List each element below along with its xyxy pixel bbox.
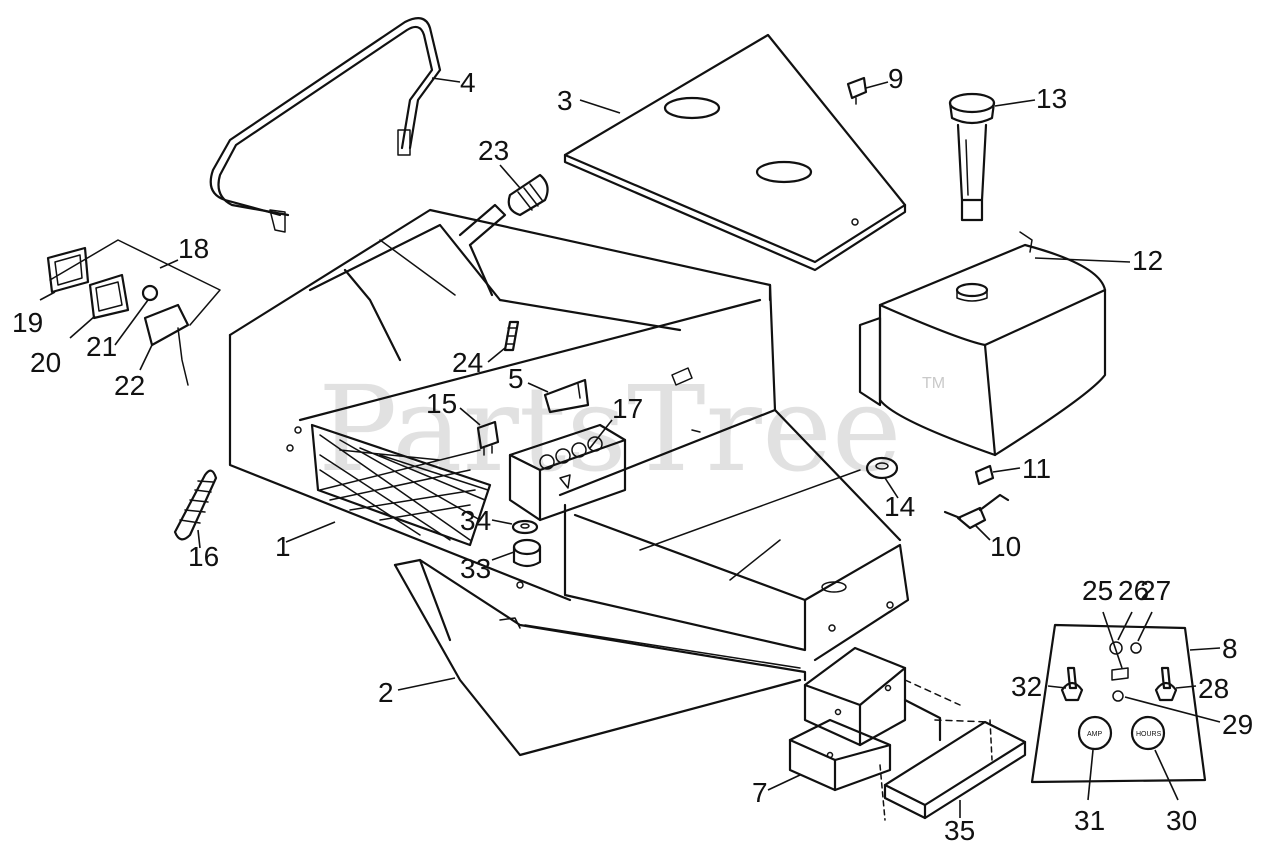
callout-16: 16 bbox=[188, 541, 219, 572]
cover-plate-part[interactable] bbox=[563, 33, 907, 272]
hour-gauge-label: HOURS bbox=[1136, 731, 1162, 738]
callout-28: 28 bbox=[1198, 673, 1229, 704]
block-set-part[interactable] bbox=[788, 646, 991, 792]
chassis-body-part[interactable] bbox=[228, 203, 910, 662]
lower-shroud-part[interactable] bbox=[393, 558, 807, 757]
callout-11: 11 bbox=[1022, 453, 1051, 484]
plate-part[interactable] bbox=[879, 719, 1027, 821]
clamp-part[interactable] bbox=[974, 464, 995, 486]
callout-33: 33 bbox=[460, 553, 491, 584]
grommet-part[interactable] bbox=[865, 456, 899, 480]
callout-5: 5 bbox=[508, 363, 524, 394]
callout-15: 15 bbox=[426, 388, 457, 419]
callout-17: 17 bbox=[612, 393, 643, 424]
callout-19: 19 bbox=[12, 307, 43, 338]
callout-14: 14 bbox=[884, 491, 915, 522]
battery-part[interactable] bbox=[508, 423, 627, 522]
callout-3: 3 bbox=[557, 85, 573, 116]
callout-labels: 4 3 9 13 12 23 18 19 20 21 22 24 5 15 17… bbox=[12, 63, 1253, 846]
watermark-trademark: TM bbox=[922, 375, 945, 392]
light-assembly-part[interactable] bbox=[46, 239, 221, 386]
bracket-part[interactable] bbox=[543, 378, 590, 414]
callout-34: 34 bbox=[460, 505, 491, 536]
washer-part[interactable] bbox=[511, 519, 539, 535]
callout-26: 26 bbox=[1118, 575, 1149, 606]
callout-18: 18 bbox=[178, 233, 209, 264]
callout-21: 21 bbox=[86, 331, 117, 362]
callout-31: 31 bbox=[1074, 805, 1105, 836]
callout-20: 20 bbox=[30, 347, 61, 378]
instrument-panel-part[interactable]: AMP HOURS bbox=[1030, 623, 1207, 784]
roll-bar-part[interactable] bbox=[209, 17, 442, 233]
spacer-part[interactable] bbox=[512, 538, 542, 568]
bulb-part bbox=[141, 284, 159, 302]
knob-part[interactable] bbox=[846, 76, 868, 105]
callout-9: 9 bbox=[888, 63, 904, 94]
callout-23: 23 bbox=[478, 135, 509, 166]
callout-7: 7 bbox=[752, 777, 768, 808]
lens-part bbox=[46, 246, 90, 294]
callout-13: 13 bbox=[1036, 83, 1067, 114]
small-spring-part[interactable] bbox=[503, 320, 520, 352]
fuel-tank-part[interactable] bbox=[858, 231, 1107, 457]
light-housing-part bbox=[143, 303, 190, 386]
bezel-part bbox=[88, 273, 130, 320]
leader-lines bbox=[39, 77, 1221, 818]
callout-4: 4 bbox=[460, 67, 476, 98]
callout-30: 30 bbox=[1166, 805, 1197, 836]
spring-part[interactable] bbox=[173, 469, 218, 541]
callout-1: 1 bbox=[275, 531, 291, 562]
callout-32: 32 bbox=[1011, 671, 1042, 702]
callout-8: 8 bbox=[1222, 633, 1238, 664]
handle-grip-part[interactable] bbox=[507, 173, 549, 217]
amp-gauge-label: AMP bbox=[1087, 731, 1103, 738]
callout-2: 2 bbox=[378, 677, 394, 708]
callout-10: 10 bbox=[990, 531, 1021, 562]
callout-29: 29 bbox=[1222, 709, 1253, 740]
callout-24: 24 bbox=[452, 347, 483, 378]
callout-27: 27 bbox=[1140, 575, 1171, 606]
callout-25: 25 bbox=[1082, 575, 1113, 606]
callout-35: 35 bbox=[944, 815, 975, 846]
solenoid-part[interactable] bbox=[476, 420, 500, 456]
fuel-valve-part[interactable] bbox=[943, 493, 1010, 530]
callout-22: 22 bbox=[114, 370, 145, 401]
callout-12: 12 bbox=[1132, 245, 1163, 276]
fuel-cap-gauge-part[interactable] bbox=[948, 92, 996, 222]
